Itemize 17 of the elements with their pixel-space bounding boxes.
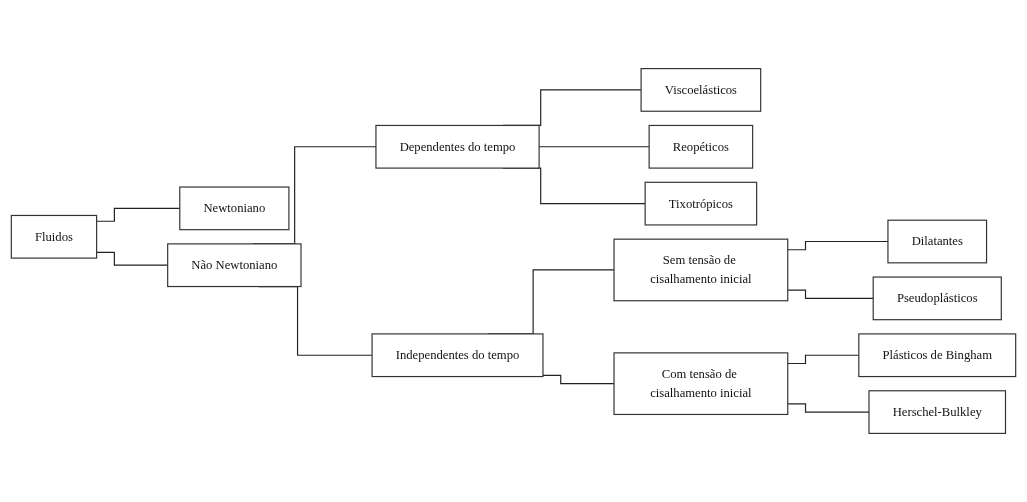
node-box: Sem tensão de cisalhamento inicial — [613, 238, 789, 302]
node-box: Fluidos — [10, 214, 98, 259]
node-box: Reopéticos — [648, 124, 754, 169]
node-box: Herschel-Bulkley — [868, 390, 1007, 434]
node-box: Tixotrópicos — [644, 181, 758, 226]
connector — [542, 374, 615, 385]
node-box: Plásticos de Bingham — [858, 333, 1017, 378]
node-box: Não Newtoniano — [167, 243, 302, 288]
node-box: Dependentes do tempo — [375, 124, 540, 169]
node-box: Dilatantes — [887, 219, 988, 264]
node-box: Independentes do tempo — [371, 333, 544, 378]
connector — [787, 403, 870, 413]
node-box: Newtoniano — [179, 186, 290, 231]
connector — [787, 289, 874, 299]
node-box: Com tensão de cisalhamento inicial — [613, 352, 789, 416]
node-box: Viscoelásticos — [640, 68, 762, 112]
node-box: Pseudoplásticos — [872, 276, 1002, 321]
